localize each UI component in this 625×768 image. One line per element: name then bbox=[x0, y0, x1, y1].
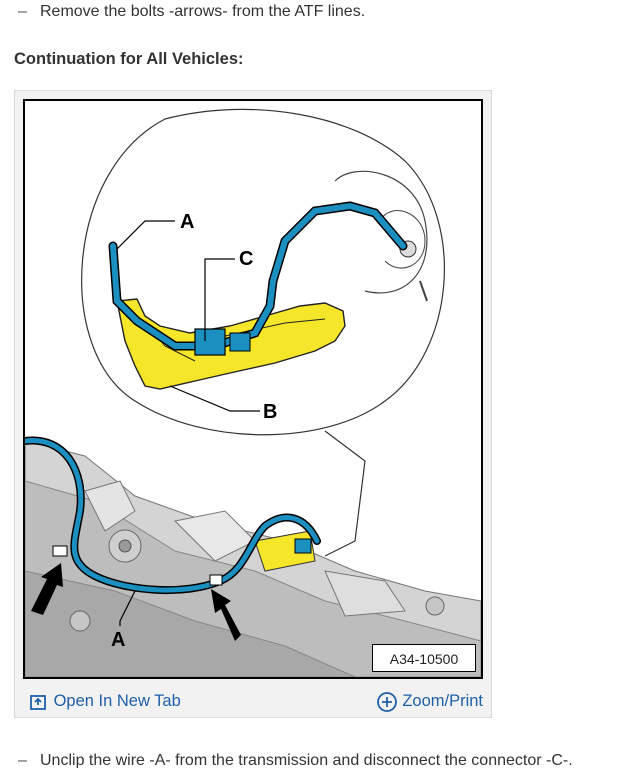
label-b: B bbox=[263, 401, 277, 423]
arrow-left bbox=[31, 563, 63, 615]
atf-line-detail bbox=[108, 201, 408, 356]
label-leaders bbox=[116, 220, 260, 626]
step-text: Unclip the wire -A- from the transmissio… bbox=[40, 752, 573, 768]
figure-image[interactable]: A C B A A34-10500 bbox=[23, 99, 483, 679]
atf-line-lower bbox=[25, 436, 321, 595]
label-c: C bbox=[239, 248, 253, 270]
step-dash: – bbox=[18, 752, 27, 768]
open-in-new-tab-icon bbox=[30, 694, 46, 710]
figure-toolbar: Open In New Tab Zoom/Print bbox=[15, 687, 491, 715]
transmission-illustration: A C B A bbox=[25, 108, 481, 677]
step-remove-bolts: –Remove the bolts -arrows- from the ATF … bbox=[18, 3, 365, 21]
step-text: Remove the bolts -arrows- from the ATF l… bbox=[40, 3, 366, 20]
label-a-top: A bbox=[180, 211, 194, 233]
figure-card: A C B A A34-10500 Open In New Tab bbox=[14, 90, 492, 718]
zoom-print-link[interactable]: Zoom/Print bbox=[376, 687, 483, 715]
open-in-new-tab-label: Open In New Tab bbox=[53, 692, 181, 710]
label-a-bottom: A bbox=[111, 629, 125, 651]
arrow-right bbox=[211, 589, 241, 641]
bolt-arrows bbox=[31, 563, 241, 641]
connector-c bbox=[194, 328, 226, 356]
step-dash: – bbox=[18, 3, 27, 20]
transmission-housing bbox=[25, 440, 481, 677]
plus-circle-icon bbox=[376, 691, 397, 712]
step-unclip-wire: –Unclip the wire -A- from the transmissi… bbox=[18, 752, 573, 768]
section-title: Continuation for All Vehicles: bbox=[14, 50, 244, 68]
figure-code: A34-10500 bbox=[372, 644, 476, 672]
zoom-print-label: Zoom/Print bbox=[402, 692, 483, 710]
open-in-new-tab-link[interactable]: Open In New Tab bbox=[29, 687, 181, 715]
